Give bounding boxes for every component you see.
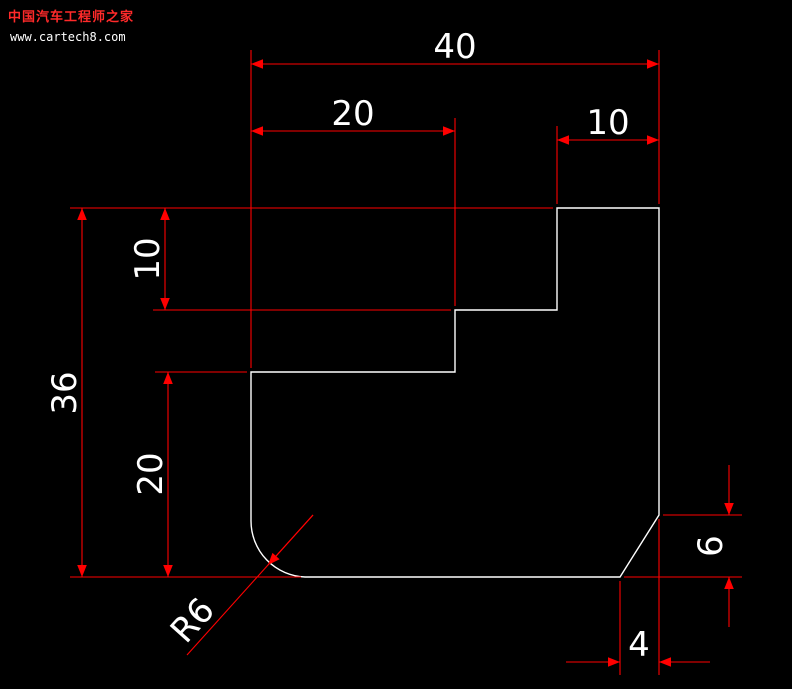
dim-chamfer-height	[624, 465, 742, 627]
watermark-site-name: 中国汽车工程师之家	[8, 10, 135, 25]
dim-chamfer-width	[566, 519, 710, 675]
label-overall-width: 40	[433, 27, 476, 67]
dim-left-height	[155, 371, 247, 577]
label-top-tab-width: 10	[586, 103, 629, 143]
dim-overall-height	[70, 207, 553, 578]
label-step-height: 10	[128, 237, 168, 280]
label-step-width: 20	[331, 94, 374, 134]
label-left-height: 20	[131, 452, 171, 495]
dim-top-tab-width	[556, 126, 659, 204]
part-outline	[250, 207, 660, 578]
dim-fillet-radius	[186, 514, 314, 656]
label-fillet-radius: R6	[163, 590, 223, 650]
label-overall-height: 36	[45, 371, 85, 414]
label-chamfer-width: 4	[628, 625, 650, 665]
watermark-url: www.cartech8.com	[10, 30, 126, 44]
dim-overall-width	[250, 50, 660, 368]
dim-step-height	[153, 208, 451, 311]
label-chamfer-height: 6	[691, 535, 731, 557]
dim-step-width	[251, 118, 456, 306]
